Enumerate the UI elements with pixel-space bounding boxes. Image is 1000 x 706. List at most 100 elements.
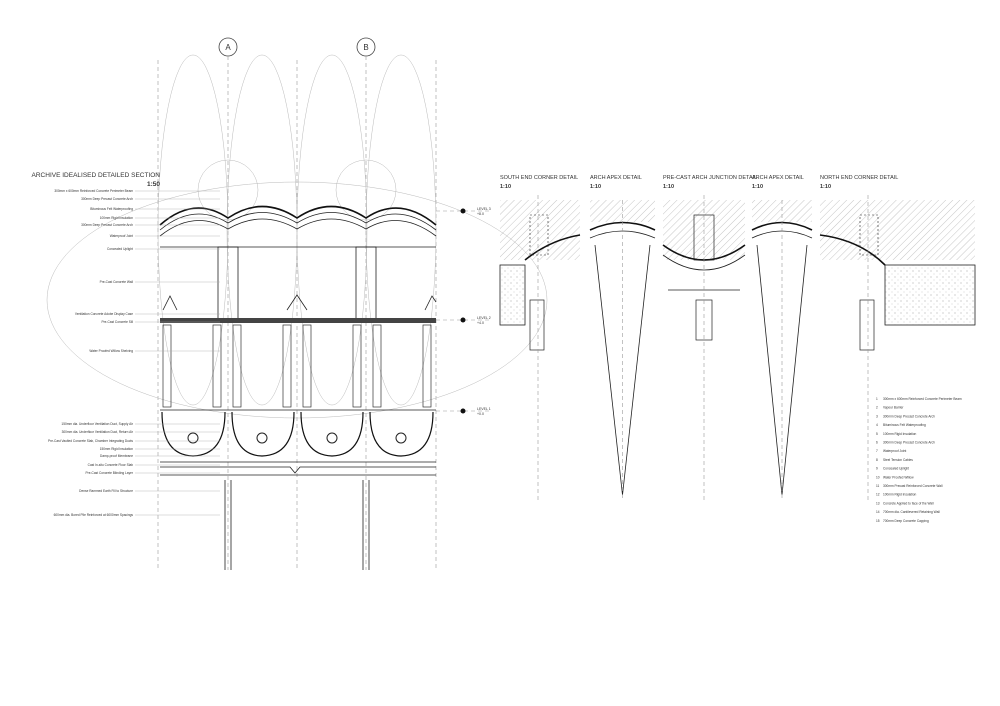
legend-item: 6 300mm Deep Precast Concrete Arch (876, 441, 935, 445)
section-label: 100mm Rigid Insulation (100, 216, 134, 220)
legend-number: 3 (876, 414, 878, 418)
level-marker: LEVEL 3+8.0 (436, 207, 491, 216)
legend-text: 300mm Precast Reinforced Concrete Wall (883, 484, 943, 488)
section-label: 150mm Rigid Insulation (100, 447, 134, 451)
section-label: Dense Rammed Earth Fill to Structure (79, 489, 133, 493)
legend-item: 3 300mm Deep Precast Concrete Arch (876, 414, 935, 418)
legend-number: 12 (876, 493, 880, 497)
legend-item: 7 Waterproof Joint (876, 449, 906, 453)
legend-number: 2 (876, 406, 878, 410)
detail-scale: 1:10 (663, 184, 674, 190)
detail-scale: 1:10 (590, 184, 601, 190)
legend-number: 15 (876, 519, 880, 523)
legend-number: 10 (876, 475, 880, 479)
legend-item: 9 Concealed Uplight (876, 467, 909, 471)
level-value: +4.0 (477, 321, 484, 325)
legend-number: 6 (876, 441, 878, 445)
legend-item: 1 300mm x 600mm Reinforced Concrete Perim… (876, 397, 962, 401)
legend-number: 8 (876, 458, 878, 462)
legend-text: Steel Tension Cables (883, 458, 913, 462)
legend-text: Bituminous Felt Waterproofing (883, 423, 926, 427)
legend: 1 300mm x 600mm Reinforced Concrete Perim… (876, 397, 962, 523)
grid-bubble-b: B (356, 37, 376, 57)
detail-title: SOUTH END CORNER DETAIL (500, 175, 578, 181)
legend-number: 5 (876, 432, 878, 436)
section-label: 300mm dia. Underfloor Ventilation Duct, … (62, 430, 134, 434)
legend-text: Concealed Uplight (883, 467, 909, 471)
section-label: Pre-Cast Concrete Blinding Layer (86, 471, 134, 475)
section-label: Water Proofed Willow Shelving (89, 349, 133, 353)
section-label: Ventilation Concrete Adobe Display Case (75, 312, 133, 316)
level-name: LEVEL 2 (477, 316, 491, 320)
detail-3: PRE-CAST ARCH JUNCTION DETAIL 1:10 (662, 175, 757, 500)
legend-number: 4 (876, 423, 878, 427)
level-name: LEVEL 3 (477, 207, 491, 211)
section-label: Pre-Cast Vaulted Concrete Slab, Chamber … (48, 439, 133, 443)
level-value: +0.0 (477, 412, 484, 416)
detail-title: NORTH END CORNER DETAIL (820, 175, 898, 181)
legend-text: 300mm Deep Precast Concrete Arch (883, 441, 935, 445)
legend-item: 8 Steel Tension Cables (876, 458, 913, 462)
section-label: 300mm Deep Precast Concrete Arch (81, 197, 133, 201)
section-label: Bituminous Felt Waterproofing (90, 207, 133, 211)
detail-title: ARCH APEX DETAIL (590, 175, 642, 181)
legend-text: Concrete Applied to face of the Wall (883, 501, 934, 505)
section-label: 300mm Deep Precast Concrete Arch (81, 223, 133, 227)
level-name: LEVEL 1 (477, 407, 491, 411)
section-label: Damp-proof Membrane (100, 454, 133, 458)
section-label: Cast In-situ Concrete Floor Slab (88, 463, 134, 467)
section-label: Concealed Uplight (107, 247, 133, 251)
section-labels: 300mm x 600mm Reinforced Concrete Perime… (48, 189, 220, 517)
grid-bubble-a: A (218, 37, 238, 57)
detail-1: SOUTH END CORNER DETAIL 1:10 (499, 175, 581, 500)
legend-text: 700mm Deep Concrete Capping (883, 519, 929, 523)
detail-scale: 1:10 (752, 184, 763, 190)
detail-scale: 1:10 (500, 184, 511, 190)
legend-number: 14 (876, 510, 880, 514)
svg-text:B: B (363, 43, 368, 52)
legend-item: 4 Bituminous Felt Waterproofing (876, 423, 926, 427)
legend-number: 7 (876, 449, 878, 453)
legend-item: 2 Vapour Barrier (876, 406, 904, 410)
section-label: 300mm x 600mm Reinforced Concrete Perime… (54, 189, 133, 193)
section-drawing (46, 54, 548, 570)
legend-text: 100mm Rigid Insulation (883, 432, 917, 436)
section-label: Pre-Cast Concrete Sill (101, 320, 133, 324)
legend-text: 300mm Deep Precast Concrete Arch (883, 414, 935, 418)
section-label: Pre-Cast Concrete Wall (100, 280, 134, 284)
section-label: 150mm dia. Underfloor Ventilation Duct, … (61, 422, 134, 426)
svg-text:A: A (225, 43, 231, 52)
level-marker: LEVEL 2+4.0 (436, 316, 491, 325)
legend-item: 5 100mm Rigid Insulation (876, 432, 917, 436)
legend-text: 300mm x 600mm Reinforced Concrete Perime… (883, 397, 962, 401)
legend-text: Vapour Barrier (883, 406, 904, 410)
legend-text: Water Proofed Willow (883, 475, 914, 479)
detail-5: NORTH END CORNER DETAIL 1:10 (819, 175, 976, 500)
detail-title: ARCH APEX DETAIL (752, 175, 804, 181)
level-marker: LEVEL 1+0.0 (436, 407, 491, 416)
section-label: Waterproof Joint (110, 234, 133, 238)
legend-number: 11 (876, 484, 880, 488)
legend-text: 700mm dia. Cantilevered Retaining Wall (883, 510, 940, 514)
legend-number: 9 (876, 467, 878, 471)
detail-4: ARCH APEX DETAIL 1:10 (751, 175, 813, 500)
legend-number: 13 (876, 501, 880, 505)
section-title: ARCHIVE IDEALISED DETAILED SECTION (32, 172, 161, 179)
section-scale: 1:50 (147, 181, 160, 188)
section-label: 600mm dia. Bored Pile Reinforced at 6000… (54, 513, 134, 517)
detail-scale: 1:10 (820, 184, 831, 190)
level-value: +8.0 (477, 212, 484, 216)
detail-title: PRE-CAST ARCH JUNCTION DETAIL (663, 175, 757, 181)
legend-text: Waterproof Joint (883, 449, 906, 453)
legend-text: 100mm Rigid Insulation (883, 493, 917, 497)
legend-number: 1 (876, 397, 878, 401)
